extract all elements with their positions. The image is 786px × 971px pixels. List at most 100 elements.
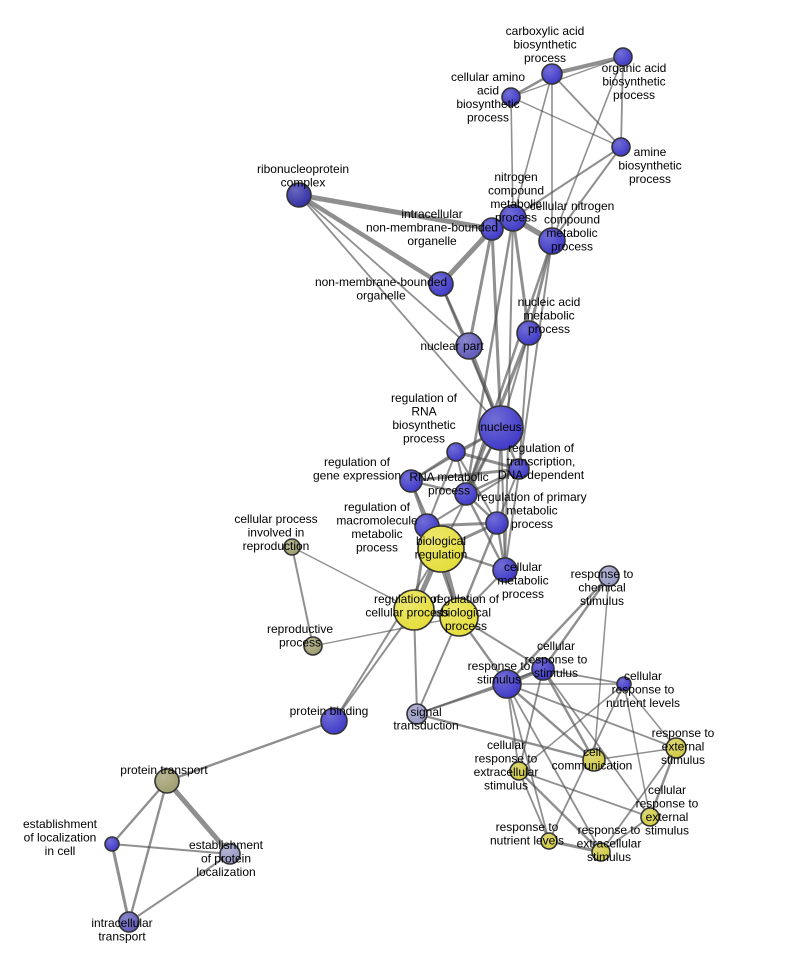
node-regulation-of-transcription-dna-dependent[interactable] [508, 458, 530, 480]
node-label-cellular-process-involved-in-reproduction: cellular process [234, 512, 317, 526]
node-label-nitrogen-compound-metabolic-process: nitrogen [494, 170, 537, 184]
node-cellular-response-to-nutrient-levels[interactable] [616, 676, 632, 692]
node-label-regulation-of-rna-biosynthetic-process: regulation of [391, 391, 458, 405]
edge-response-to-stimulus--response-to-nutrient-levels [506, 683, 550, 842]
edge-cellular-amino-acid-biosynthetic-process--amine-biosynthetic-process [510, 96, 622, 148]
edge-response-to-stimulus--response-to-chemical-stimulus [506, 575, 610, 685]
node-regulation-of-biological-process[interactable] [439, 597, 479, 637]
node-label-cellular-response-to-external-stimulus: response to [636, 797, 699, 811]
node-label-response-to-external-stimulus: response to [652, 726, 715, 740]
node-cellular-response-to-stimulus[interactable] [531, 657, 555, 681]
node-response-to-extracellular-stimulus[interactable] [591, 842, 611, 862]
edge-carboxylic-acid-biosynthetic-process--nitrogen-compound-metabolic-process [512, 73, 553, 219]
edge-nucleic-acid-metabolic-process--regulation-of-transcription-dna-dependent [518, 332, 530, 470]
edge-ribonucleoprotein-complex--intracellular-non-membrane-bounded-organelle [298, 192, 493, 232]
node-label-cellular-amino-acid-biosynthetic-process: process [467, 111, 509, 125]
edge-regulation-of-rna-biosynthetic-process--regulation-of-transcription-dna-dependent [455, 450, 520, 471]
node-label-amine-biosynthetic-process: biosynthetic [618, 159, 681, 173]
edge-response-to-external-stimulus--cellular-response-to-external-stimulus [648, 747, 678, 818]
edge-protein-transport--establishment-of-protein-localization [165, 779, 232, 856]
node-response-to-nutrient-levels[interactable] [540, 832, 558, 850]
edge-regulation-of-transcription-dna-dependent--regulation-of-gene-expression [410, 467, 520, 483]
edge-cellular-response-to-nutrient-levels--response-to-external-stimulus [623, 683, 677, 749]
node-organic-acid-biosynthetic-process[interactable] [613, 47, 633, 67]
edge-cellular-response-to-stimulus--cellular-response-to-nutrient-levels [542, 668, 625, 685]
edge-biological-regulation--protein-binding [333, 548, 442, 722]
edge-establishment-of-localization-in-cell--intracellular-transport [110, 843, 131, 923]
node-regulation-of-primary-metabolic-process[interactable] [485, 511, 509, 535]
node-label-regulation-of-rna-biosynthetic-process: process [403, 432, 445, 446]
edge-cellular-amino-acid-biosynthetic-process--nitrogen-compound-metabolic-process [510, 96, 514, 219]
edge-organic-acid-biosynthetic-process--cellular-amino-acid-biosynthetic-process [510, 56, 624, 98]
edge-amine-biosynthetic-process--nitrogen-compound-metabolic-process [512, 146, 622, 219]
edge-cellular-response-to-stimulus--cellular-response-to-extracellular-stimulus [518, 668, 544, 772]
edge-carboxylic-acid-biosynthetic-process--amine-biosynthetic-process [551, 73, 622, 148]
node-regulation-of-gene-expression[interactable] [399, 469, 423, 493]
node-intracellular-non-membrane-bounded-organelle[interactable] [480, 217, 504, 241]
node-regulation-of-rna-biosynthetic-process[interactable] [446, 442, 466, 462]
edge-protein-transport--intracellular-transport [127, 780, 169, 923]
node-nucleus[interactable] [478, 405, 524, 451]
node-cellular-nitrogen-compound-metabolic-process[interactable] [538, 227, 566, 255]
node-label-regulation-of-macromolecule-metabolic-process: regulation of [344, 500, 411, 514]
node-intracellular-transport[interactable] [118, 911, 140, 933]
node-protein-binding[interactable] [320, 707, 348, 735]
edge-regulation-of-biological-process--reproductive-process [312, 616, 460, 647]
edge-response-to-external-stimulus--cell-communication [593, 747, 677, 761]
edge-cell-communication--response-to-chemical-stimulus [593, 575, 610, 761]
node-label-regulation-of-primary-metabolic-process: regulation of primary [477, 490, 586, 504]
node-ribonucleoprotein-complex[interactable] [286, 182, 312, 208]
edge-cellular-response-to-nutrient-levels--cellular-response-to-external-stimulus [623, 683, 651, 818]
edge-nitrogen-compound-metabolic-process--rna-metabolic-process [464, 217, 515, 495]
node-label-intracellular-non-membrane-bounded-organelle: organelle [407, 234, 457, 248]
node-label-regulation-of-macromolecule-metabolic-process: process [356, 541, 398, 555]
node-label-organic-acid-biosynthetic-process: process [613, 88, 655, 102]
edge-layer [110, 55, 678, 923]
node-cellular-response-to-external-stimulus[interactable] [640, 807, 660, 827]
node-establishment-of-localization-in-cell[interactable] [104, 836, 120, 852]
node-protein-transport[interactable] [154, 768, 180, 794]
edge-nucleus--cellular-metabolic-process [500, 427, 506, 571]
node-signal-transduction[interactable] [406, 703, 428, 725]
edge-cellular-response-to-stimulus--signal-transduction [416, 668, 544, 715]
node-carboxylic-acid-biosynthetic-process[interactable] [541, 63, 563, 85]
edge-regulation-of-cellular-process--cellular-process-involved-in-reproduction [291, 546, 415, 611]
node-label-establishment-of-localization-in-cell: in cell [45, 844, 76, 858]
edge-cellular-nitrogen-compound-metabolic-process--nucleic-acid-metabolic-process [527, 240, 554, 334]
node-regulation-of-cellular-process[interactable] [393, 589, 435, 631]
node-reproductive-process[interactable] [303, 636, 323, 656]
node-establishment-of-protein-localization[interactable] [219, 843, 241, 865]
node-label-regulation-of-primary-metabolic-process: process [511, 517, 553, 531]
edge-cellular-response-to-extracellular-stimulus--cellular-response-to-external-stimulus [518, 770, 651, 818]
edge-response-to-stimulus--cell-communication [506, 683, 595, 761]
node-response-to-chemical-stimulus[interactable] [598, 565, 620, 587]
node-label-cellular-amino-acid-biosynthetic-process: acid [477, 84, 499, 98]
node-response-to-stimulus[interactable] [492, 669, 522, 699]
node-label-cellular-metabolic-process: process [502, 587, 544, 601]
node-nucleic-acid-metabolic-process[interactable] [516, 320, 542, 346]
node-label-establishment-of-localization-in-cell: establishment [23, 817, 98, 831]
node-cellular-amino-acid-biosynthetic-process[interactable] [501, 87, 521, 107]
edge-cellular-response-to-stimulus--response-to-chemical-stimulus [542, 575, 610, 670]
edge-organic-acid-biosynthetic-process--amine-biosynthetic-process [620, 56, 624, 148]
node-label-establishment-of-localization-in-cell: of localization [24, 831, 97, 845]
node-non-membrane-bounded-organelle[interactable] [428, 271, 454, 297]
node-label-carboxylic-acid-biosynthetic-process: carboxylic acid [506, 24, 585, 38]
node-nitrogen-compound-metabolic-process[interactable] [499, 204, 527, 232]
node-layer [104, 47, 687, 933]
edge-ribonucleoprotein-complex--nucleus [298, 194, 502, 429]
node-label-regulation-of-macromolecule-metabolic-process: macromolecule [336, 514, 418, 528]
node-cellular-response-to-extracellular-stimulus[interactable] [509, 761, 529, 781]
node-biological-regulation[interactable] [417, 525, 465, 573]
edge-response-to-stimulus--response-to-external-stimulus [506, 683, 677, 749]
node-cellular-process-involved-in-reproduction[interactable] [283, 538, 301, 556]
node-response-to-external-stimulus[interactable] [665, 737, 687, 759]
node-amine-biosynthetic-process[interactable] [611, 137, 631, 157]
node-cellular-metabolic-process[interactable] [492, 557, 518, 583]
node-nuclear-part[interactable] [455, 332, 483, 360]
node-label-regulation-of-macromolecule-metabolic-process: metabolic [351, 527, 402, 541]
node-cell-communication[interactable] [582, 748, 606, 772]
node-rna-metabolic-process[interactable] [454, 482, 478, 506]
